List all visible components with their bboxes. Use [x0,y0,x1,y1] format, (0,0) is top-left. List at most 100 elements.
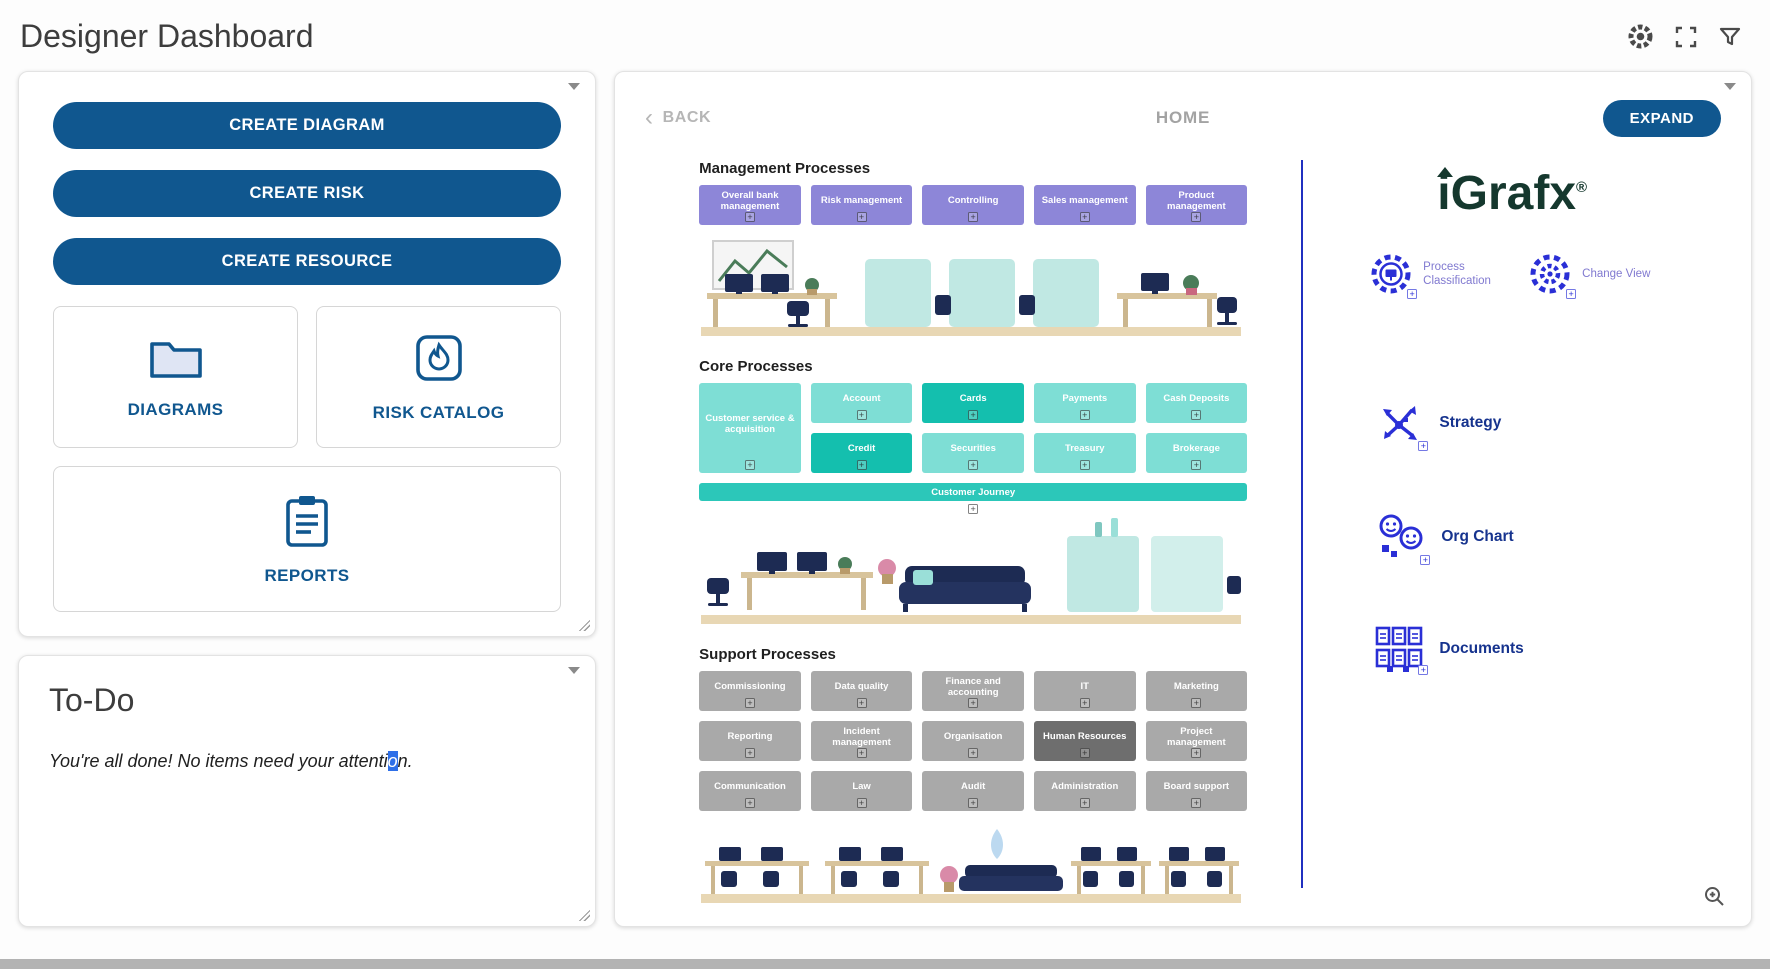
documents-link[interactable]: + Documents [1373,625,1524,675]
core-process-box[interactable]: Cash Deposits+ [1145,383,1248,423]
support-process-box-label: Organisation [943,731,1003,743]
expand-icon[interactable]: + [968,504,979,514]
core-process-box[interactable]: Securities+ [922,433,1024,473]
expand-icon[interactable]: + [1079,460,1090,470]
expand-icon[interactable]: + [856,460,867,470]
management-process-box[interactable]: Sales management+ [1033,185,1136,225]
support-process-box[interactable]: Incident management+ [810,721,913,761]
header-actions [1627,23,1742,50]
core-process-box[interactable]: Cards+ [922,383,1024,423]
create-resource-button[interactable]: CREATE RESOURCE [53,238,561,285]
management-process-box[interactable]: Controlling+ [922,185,1024,225]
expand-icon[interactable]: + [968,460,979,470]
support-process-box[interactable]: Law+ [810,771,913,811]
expand-icon[interactable]: + [1418,441,1429,451]
diagrams-tile[interactable]: DIAGRAMS [53,306,298,448]
expand-icon[interactable]: + [968,698,979,708]
support-process-box[interactable]: Audit+ [922,771,1024,811]
process-classification-link[interactable]: + Process Classification [1368,251,1497,299]
expand-icon[interactable]: + [856,212,867,222]
support-process-box[interactable]: Administration+ [1033,771,1136,811]
expand-icon[interactable]: + [1079,798,1090,808]
expand-icon[interactable]: + [1418,665,1429,675]
settings-icon[interactable] [1627,23,1654,50]
support-process-box[interactable]: Organisation + [922,721,1024,761]
text-cursor-selection: o [387,751,398,771]
panel-menu-caret-icon[interactable] [568,83,580,90]
management-process-box[interactable]: Product management+ [1145,185,1248,225]
expand-icon[interactable]: + [1079,212,1090,222]
expand-icon[interactable]: + [1079,698,1090,708]
create-diagram-button[interactable]: CREATE DIAGRAM [53,102,561,149]
filter-icon[interactable] [1718,25,1742,49]
support-process-box[interactable]: IT+ [1033,671,1136,711]
management-process-box[interactable]: Overall bank management+ [699,185,801,225]
expand-icon[interactable]: + [856,798,867,808]
change-view-icon: + [1527,251,1577,299]
support-process-box[interactable]: Reporting+ [699,721,801,761]
support-process-box[interactable]: Project management+ [1145,721,1248,761]
support-process-box-label: Incident management [832,725,891,748]
support-process-box[interactable]: Human Resources+ [1033,721,1136,761]
support-processes-grid: Commissioning+Data quality+Finance and a… [699,671,1248,811]
expand-icon[interactable]: + [856,410,867,420]
expand-icon[interactable]: + [1079,748,1090,758]
expand-icon[interactable]: + [1191,748,1202,758]
expand-icon[interactable]: + [1079,410,1090,420]
core-process-box[interactable]: Payments + [1033,383,1136,423]
core-process-box-label: Payments [1062,393,1108,405]
core-process-box[interactable]: Customer service & acquisition + [699,383,801,473]
expand-icon[interactable]: + [1191,212,1202,222]
core-process-box-label: Customer service & acquisition [705,412,795,435]
expand-icon[interactable]: + [744,212,755,222]
expand-icon[interactable]: + [744,698,755,708]
change-view-link[interactable]: + Change View [1527,251,1656,299]
back-button[interactable]: ‹ BACK [645,104,712,131]
expand-icon[interactable]: + [744,748,755,758]
expand-icon[interactable]: + [968,212,979,222]
expand-icon[interactable]: + [968,798,979,808]
org-chart-link[interactable]: + Org Chart [1373,511,1523,565]
expand-icon[interactable]: + [856,748,867,758]
expand-icon[interactable]: + [1566,289,1577,299]
core-process-box[interactable]: Credit+ [810,433,913,473]
expand-icon[interactable]: + [1191,460,1202,470]
expand-icon[interactable]: + [856,698,867,708]
expand-icon[interactable]: + [1191,798,1202,808]
zoom-icon[interactable] [1703,885,1725,912]
resize-handle[interactable] [579,620,590,631]
customer-journey-bar[interactable]: Customer Journey [699,483,1248,501]
strategy-icon: + [1373,397,1429,451]
support-process-box[interactable]: Commissioning+ [699,671,801,711]
expand-icon[interactable]: + [744,460,755,470]
core-process-box[interactable]: Brokerage+ [1145,433,1248,473]
risk-catalog-tile[interactable]: RISK CATALOG [316,306,561,448]
expand-icon[interactable]: + [1191,698,1202,708]
support-process-box[interactable]: Marketing+ [1145,671,1248,711]
reports-tile-label: REPORTS [264,565,350,585]
support-process-box[interactable]: Data quality+ [810,671,913,711]
expand-icon[interactable]: + [1191,410,1202,420]
resize-handle[interactable] [579,910,590,921]
core-process-box[interactable]: Treasury + [1033,433,1136,473]
core-process-box-label: Treasury [1064,443,1105,455]
management-process-box[interactable]: Risk management+ [810,185,913,225]
expand-icon[interactable]: + [1420,555,1431,565]
support-process-box-label: Communication [714,781,786,793]
support-process-box[interactable]: Communication + [699,771,801,811]
panel-menu-caret-icon[interactable] [1724,83,1736,90]
expand-icon[interactable]: + [744,798,755,808]
create-risk-button[interactable]: CREATE RISK [53,170,561,217]
support-process-box[interactable]: Finance and accounting+ [922,671,1024,711]
expand-button[interactable]: EXPAND [1602,99,1721,137]
reports-tile[interactable]: REPORTS [53,466,561,612]
chevron-left-icon: ‹ [645,104,654,131]
expand-icon[interactable]: + [968,410,979,420]
core-process-box[interactable]: Account+ [810,383,913,423]
expand-icon[interactable]: + [1407,289,1418,299]
panel-menu-caret-icon[interactable] [568,667,580,674]
expand-icon[interactable]: + [968,748,979,758]
fullscreen-icon[interactable] [1674,25,1698,49]
support-process-box[interactable]: Board support+ [1145,771,1248,811]
strategy-link[interactable]: + Strategy [1373,397,1523,451]
